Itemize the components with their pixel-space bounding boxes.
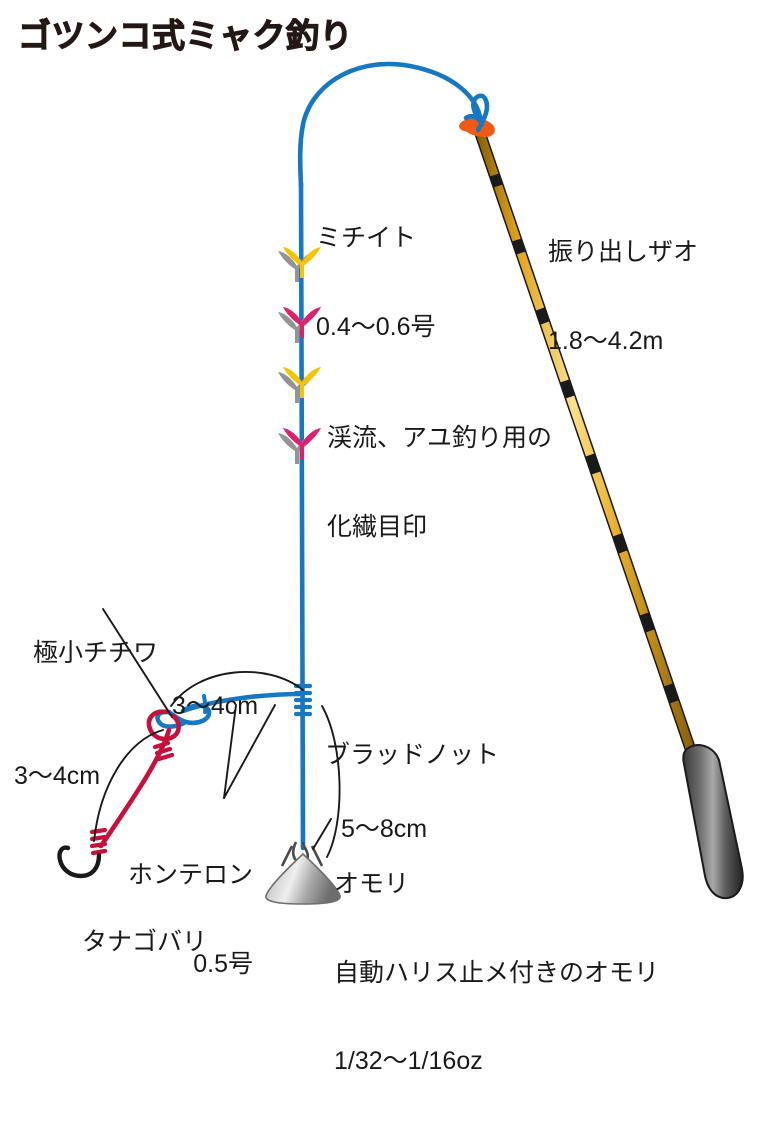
label-sinker-line2: 自動ハリス止メ付きのオモリ xyxy=(334,958,660,987)
label-sinker-line3: 1/32〜1/16oz xyxy=(334,1047,483,1075)
rod-grip xyxy=(682,744,744,900)
label-rod-line2: 1.8〜4.2m xyxy=(548,326,664,355)
label-dimension-branch: 3〜4cm xyxy=(172,633,258,781)
tanago-hook xyxy=(57,845,102,879)
label-dimension-drop-value: 5〜8cm xyxy=(341,815,428,843)
branch-line-assembly xyxy=(57,683,313,879)
label-dimension-branch-value: 3〜4cm xyxy=(172,692,259,720)
label-sinker: オモリ 自動ハリス止メ付きのオモリ 1/32〜1/16oz xyxy=(334,811,659,1136)
telescopic-rod xyxy=(459,118,744,900)
label-blood-knot: ブラッドノット xyxy=(325,682,499,830)
label-main-line-line2: 0.4〜0.6号 xyxy=(316,312,436,341)
label-sinker-line1: オモリ xyxy=(334,870,410,898)
diagram-canvas: ゴツンコ式ミャク釣り xyxy=(14,15,744,1075)
label-honteron-line1: ホンテロン xyxy=(128,861,254,889)
label-chichiwa: 極小チチワ xyxy=(33,580,158,728)
leader-line-honteron xyxy=(89,709,181,856)
main-line xyxy=(297,61,490,851)
page-title: ゴツンコ式ミャク釣り xyxy=(17,15,353,55)
label-dimension-leader-value: 3〜4cm xyxy=(14,762,101,790)
label-rod-line1: 振り出しザオ xyxy=(548,238,699,266)
label-fiber-markers: 渓流、アユ釣り用の 化繊目印 xyxy=(327,365,552,601)
label-chichiwa-line1: 極小チチワ xyxy=(33,639,159,667)
label-tanago-hook-line1: タナゴバリ xyxy=(82,928,208,956)
label-main-line-line1: ミチイト xyxy=(316,224,417,252)
callout-lines xyxy=(93,608,341,858)
label-dimension-leader: 3〜4cm xyxy=(14,703,100,851)
label-blood-knot-line1: ブラッドノット xyxy=(325,741,500,769)
label-fiber-markers-line1: 渓流、アユ釣り用の xyxy=(327,424,553,452)
blood-knot xyxy=(293,683,313,717)
label-rod: 振り出しザオ 1.8〜4.2m xyxy=(548,179,698,415)
label-fiber-markers-line2: 化繊目印 xyxy=(327,512,428,541)
label-tanago-hook: タナゴバリ xyxy=(82,869,207,1017)
label-dimension-drop: 5〜8cm xyxy=(341,756,427,904)
fishing-rig-illustration xyxy=(57,61,744,905)
label-main-line: ミチイト 0.4〜0.6号 xyxy=(316,165,436,401)
sinker xyxy=(265,841,341,905)
rod-segment-bands xyxy=(489,173,679,704)
